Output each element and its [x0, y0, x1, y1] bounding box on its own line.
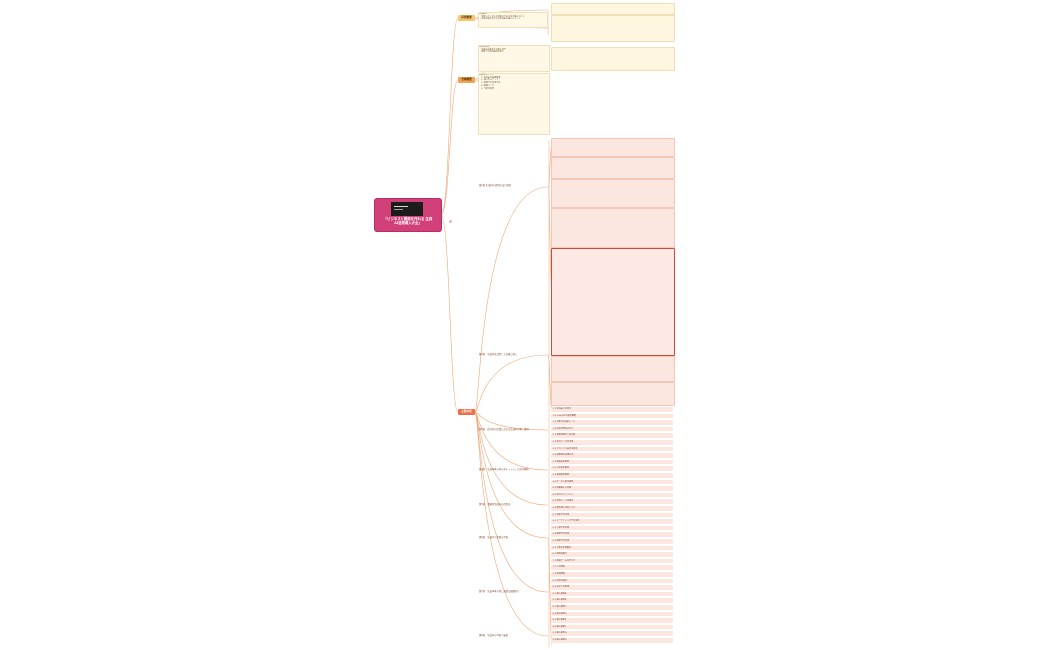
detail-box-5[interactable]	[551, 356, 675, 382]
leaf-node[interactable]: 2-4 成果物の評価方法	[551, 453, 673, 458]
leaf-node[interactable]: 8-1 技術の進化	[551, 578, 673, 584]
leaf-node[interactable]: 1-2 ChatGPTの基本機能	[551, 413, 673, 419]
leaf-node[interactable]: 5-5 開発での活用	[551, 539, 673, 544]
leaf-node[interactable]: 2-3 プロンプト設計の基本	[551, 446, 673, 452]
branch2-left-note[interactable]: 本書の概要 生成AIの基本から導入まで 実務への活用事例を紹介	[478, 45, 550, 72]
section-label-1[interactable]: 第1章 生成AIの活用方法と現状	[479, 184, 512, 187]
leaf-node[interactable]: 7-1 推進チームの作り方	[551, 558, 673, 564]
root-collapse-icon[interactable]	[449, 220, 452, 223]
leaf-node[interactable]: 1-3 主要な生成AIツール	[551, 420, 673, 425]
leaf-node[interactable]: 8-2 社会への影響	[551, 585, 673, 590]
leaf-node[interactable]: 5-1 営業での活用	[551, 512, 673, 518]
leaf-node[interactable]: 9-7 導入事例G	[551, 631, 673, 636]
leaf-node[interactable]: 3-3 金融業の事例	[551, 473, 673, 478]
leaf-node[interactable]: 7-3 評価制度	[551, 572, 673, 577]
leaf-node[interactable]: 9-3 導入事例C	[551, 605, 673, 610]
root-title-line2: AI活用導入大全」	[394, 221, 422, 226]
leaf-node[interactable]: 4-3 利用ルールの策定	[551, 499, 673, 504]
detail-box-1[interactable]	[551, 138, 675, 157]
section-label-7[interactable]: 第7章 生成AI導入時に必要な組織作り	[479, 590, 520, 593]
root-title: 「ビジネスと関係を作れる 生成 AI活用導入大全」	[377, 217, 439, 225]
detail-box-6[interactable]	[551, 382, 675, 406]
section-label-2[interactable]: 第2章 生成AIを活用して実務に導入	[479, 353, 518, 356]
leaf-node[interactable]: 9-2 導入事例B	[551, 598, 673, 603]
mindmap-root-node[interactable]: 「ビジネスと関係を作れる 生成 AI活用導入大全」	[375, 199, 441, 231]
section-label-5[interactable]: 第5章 業務別生成AIの活用法	[479, 503, 511, 506]
detail-box-highlighted[interactable]	[551, 248, 675, 356]
leaf-node[interactable]: 3-2 小売業の事例	[551, 466, 673, 471]
leaf-node[interactable]: 9-4 導入事例D	[551, 611, 673, 617]
detail-box-4[interactable]	[551, 208, 675, 248]
leaf-node[interactable]: 9-8 導入事例H	[551, 638, 673, 643]
leaf-node[interactable]: 9-5 導入事例E	[551, 618, 673, 623]
root-thumbnail-image	[391, 202, 423, 216]
leaf-node[interactable]: 5-2 マーケティングでの活用	[551, 519, 673, 524]
branch-tag-1[interactable]: 序章概要	[458, 15, 475, 21]
detail-box-2[interactable]	[551, 157, 675, 179]
branch-tag-3[interactable]: 主要本章	[458, 409, 475, 415]
section-label-8[interactable]: 第8章 生成AIの今後と展望	[479, 634, 508, 637]
leaf-node[interactable]: 3-1 製造業の事例	[551, 459, 673, 465]
leaf-node[interactable]: 6-2 規制の動き	[551, 552, 673, 557]
leaf-node[interactable]: 3-4 サービス業の事例	[551, 479, 673, 485]
branch1-left-note[interactable]: 生成AIを 活用しビジネスを加速させるための導入ガイド 企業の成長を支える生成A…	[478, 12, 548, 28]
leaf-node[interactable]: 5-3 人事での活用	[551, 525, 673, 531]
leaf-node[interactable]: 9-6 導入事例F	[551, 624, 673, 630]
leaf-node[interactable]: 5-4 経理での活用	[551, 532, 673, 537]
branch-tag-2[interactable]: 全体概要	[458, 77, 475, 83]
branch2-left-note-long[interactable]: 本書のポイント 1. 生成AIの基礎知識 2. 導入のステップ 3. 業務での活…	[478, 73, 550, 135]
section-label-6[interactable]: 第6章 生成AIと企業の今後	[479, 536, 508, 539]
leaf-node[interactable]: 7-2 人材育成	[551, 565, 673, 570]
leaf-node[interactable]: 4-1 情報漏えい対策	[551, 486, 673, 491]
leaf-node[interactable]: 9-1 導入事例A	[551, 591, 673, 597]
leaf-node[interactable]: 2-1 業務効率化への応用	[551, 433, 673, 438]
leaf-node[interactable]: 1-1 生成AIとは何か	[551, 407, 673, 412]
leaf-node[interactable]: 2-2 社内データの活用	[551, 440, 673, 445]
detail-box-3[interactable]	[551, 179, 675, 208]
root-title-line1: 「ビジネスと関係を作れる 生成	[383, 217, 433, 221]
leaf-node[interactable]: 4-2 社内ガイドライン	[551, 492, 673, 498]
section-label-3[interactable]: 第3章 社内外の企業における生成AIの導入事例	[479, 428, 529, 431]
section-label-4[interactable]: 第4章 生成AI導入時のセキュリティと社内体制	[479, 468, 529, 471]
leaf-node[interactable]: 4-4 著作権と法的リスク	[551, 506, 673, 511]
branch1-note-a[interactable]	[551, 3, 675, 15]
leaf-node[interactable]: 6-1 今後の市場動向	[551, 545, 673, 551]
leaf-node[interactable]: 1-4 活用分野の広がり	[551, 426, 673, 432]
branch1-note-b[interactable]	[551, 15, 675, 42]
branch2-note-a[interactable]	[551, 47, 675, 71]
